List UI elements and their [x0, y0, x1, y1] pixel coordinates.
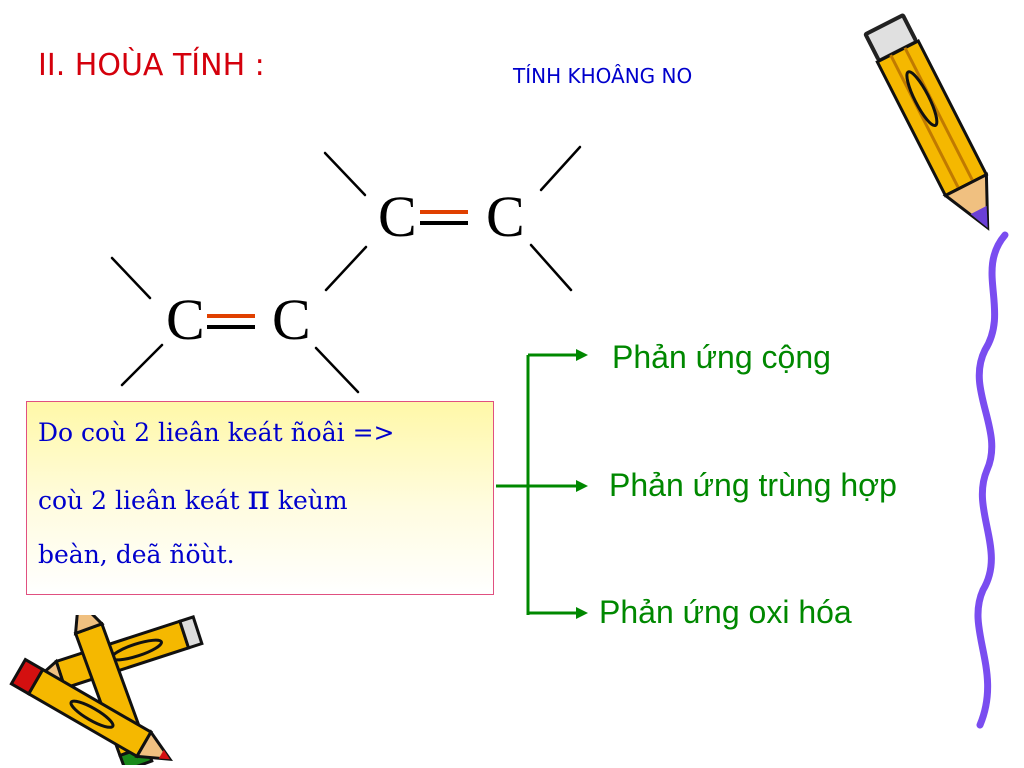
- carbon-atom: C: [166, 287, 205, 352]
- arrow-head-2: [576, 480, 588, 492]
- arrow-head-1: [576, 349, 588, 361]
- reaction-polymerization: Phản ứng trùng hợp: [609, 467, 897, 503]
- crossed-pencils-icon: [9, 615, 204, 765]
- note-line-2-end: keùm: [269, 486, 348, 515]
- explanation-box: Do coù 2 lieân keát ñoâi => coù 2 lieân …: [26, 401, 494, 595]
- pi-symbol: π: [247, 478, 270, 518]
- note-line-2: coù 2 lieân keát π keùm: [38, 478, 348, 518]
- carbon-atom: C: [378, 184, 417, 249]
- section-title: II. HOÙA TÍNH :: [38, 48, 265, 83]
- carbon-atom: C: [486, 184, 525, 249]
- section-subtitle: TÍNH KHOÂNG NO: [513, 64, 693, 88]
- pencil-icon: [863, 13, 990, 231]
- arrow-head-3: [576, 607, 588, 619]
- note-line-1: Do coù 2 lieân keát ñoâi =>: [38, 418, 395, 447]
- note-line-2-start: coù 2 lieân keát: [38, 486, 248, 515]
- reaction-addition: Phản ứng cộng: [612, 339, 831, 375]
- carbon-atom: C: [272, 287, 311, 352]
- note-line-3: beàn, deã ñöùt.: [38, 540, 235, 569]
- wavy-line-decoration: [974, 231, 1009, 729]
- reaction-oxidation: Phản ứng oxi hóa: [599, 594, 852, 630]
